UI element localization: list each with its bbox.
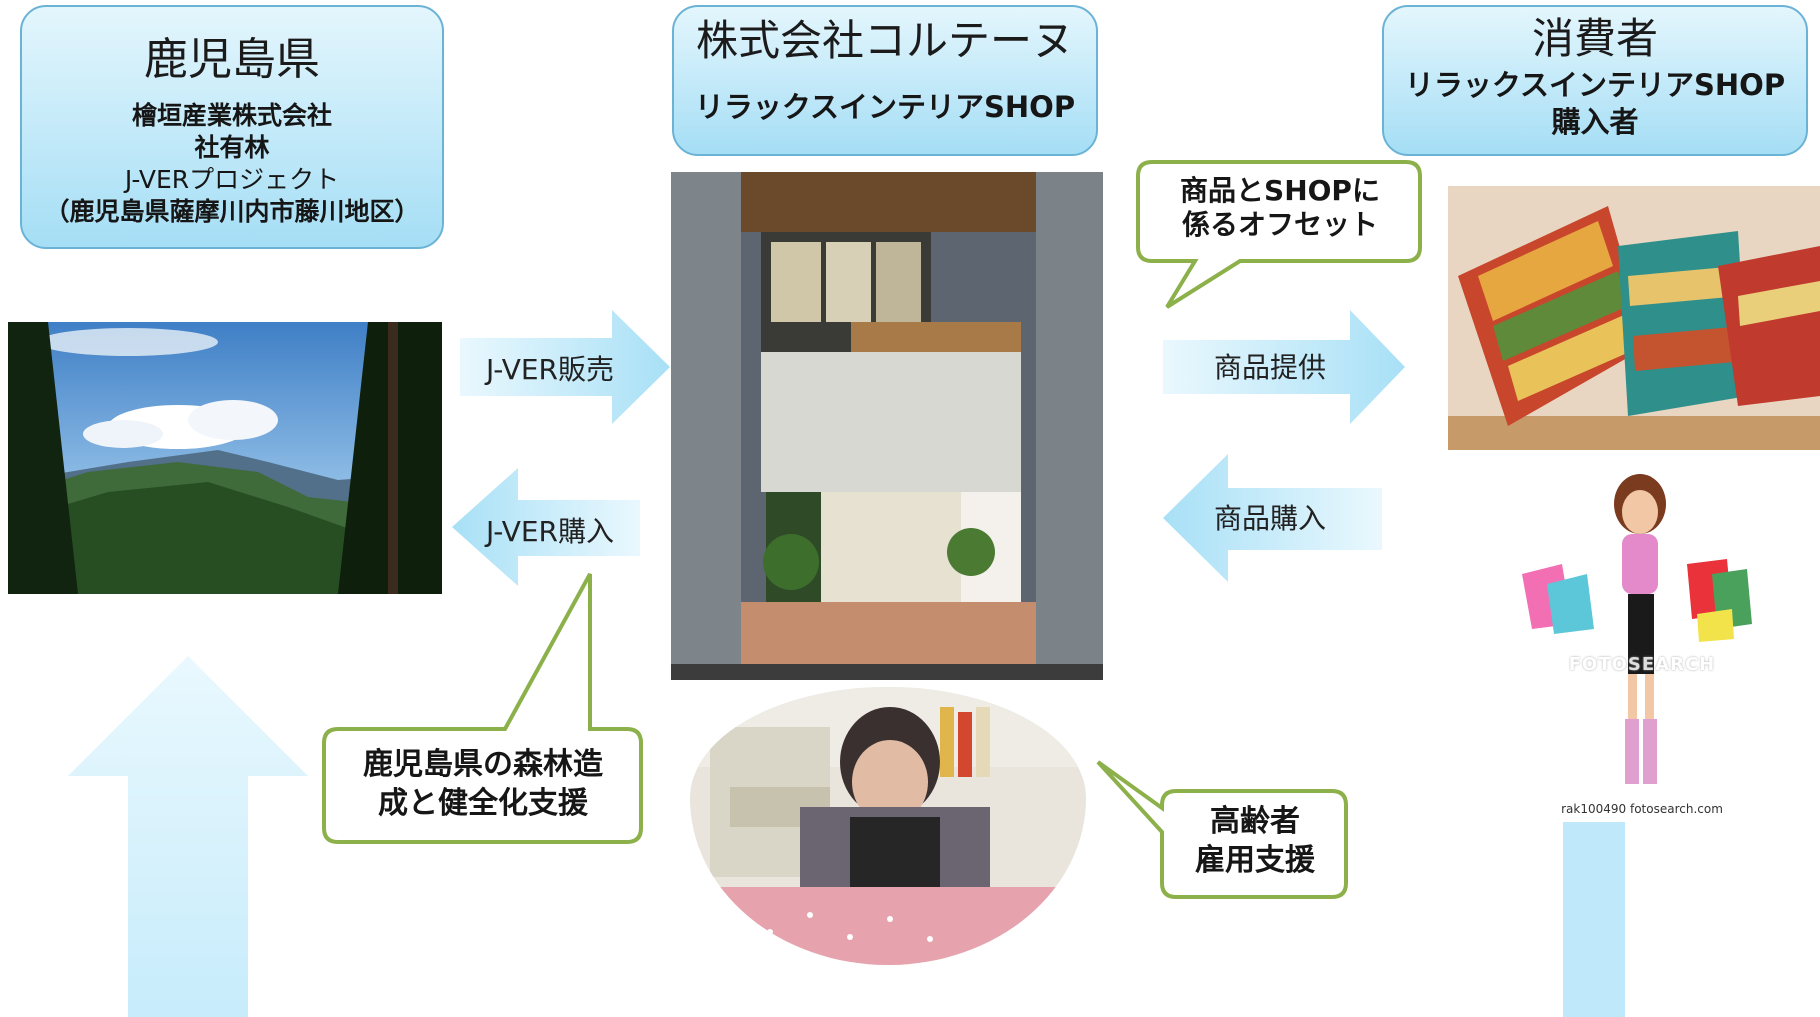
- consumer-box: 消費者 リラックスインテリアSHOP 購入者: [1382, 5, 1808, 156]
- kagoshima-location: （鹿児島県薩摩川内市藤川地区）: [44, 196, 420, 226]
- fotosearch-credit: rak100490 fotosearch.com: [1561, 802, 1723, 816]
- jver-purchase-arrow: [452, 468, 640, 586]
- consumer-line1: リラックスインテリアSHOP: [1404, 68, 1786, 103]
- consumer-line2: 購入者: [1551, 105, 1639, 140]
- kagoshima-box: 鹿児島県 檜垣産業株式会社 社有林 J-VERプロジェクト （鹿児島県薩摩川内市…: [20, 5, 444, 249]
- cortene-box: 株式会社コルテーヌ リラックスインテリアSHOP: [672, 5, 1098, 156]
- cushions-photo: [1448, 186, 1820, 450]
- elderly-callout: [1096, 760, 1348, 899]
- kagoshima-company: 檜垣産業株式会社: [131, 100, 332, 130]
- shop-photo: [671, 172, 1103, 680]
- fotosearch-watermark: FOTOSEARCH: [1568, 654, 1716, 675]
- product-supply-label: 商品提供: [1213, 351, 1326, 384]
- sewing-photo: [690, 687, 1086, 965]
- kagoshima-title: 鹿児島県: [144, 34, 320, 85]
- big-up-arrow: [68, 656, 308, 1017]
- offset-callout-text: 商品とSHOPに 係るオフセット: [1180, 174, 1380, 241]
- cortene-title: 株式会社コルテーヌ: [695, 16, 1074, 65]
- shopper-illustration: FOTOSEARCH rak100490 fotosearch.com: [1502, 464, 1780, 820]
- jver-sale-arrow: [460, 310, 670, 424]
- product-supply-arrow: [1163, 310, 1405, 424]
- kagoshima-project: J-VERプロジェクト: [124, 164, 340, 194]
- offset-callout: [1136, 160, 1422, 309]
- jver-sale-label: J-VER販売: [485, 353, 615, 386]
- forest-callout-text: 鹿児島県の森林造 成と健全化支援: [363, 747, 603, 821]
- elderly-callout-text: 高齢者 雇用支援: [1195, 804, 1315, 878]
- consumer-bar: [1563, 822, 1625, 1017]
- forest-photo: [8, 322, 442, 594]
- product-purchase-label: 商品購入: [1213, 502, 1326, 535]
- product-purchase-arrow: [1163, 454, 1382, 582]
- jver-purchase-label: J-VER購入: [485, 515, 615, 548]
- forest-callout: [322, 573, 643, 844]
- kagoshima-forest: 社有林: [194, 132, 270, 162]
- cortene-subtitle: リラックスインテリアSHOP: [694, 90, 1076, 125]
- consumer-title: 消費者: [1531, 14, 1658, 63]
